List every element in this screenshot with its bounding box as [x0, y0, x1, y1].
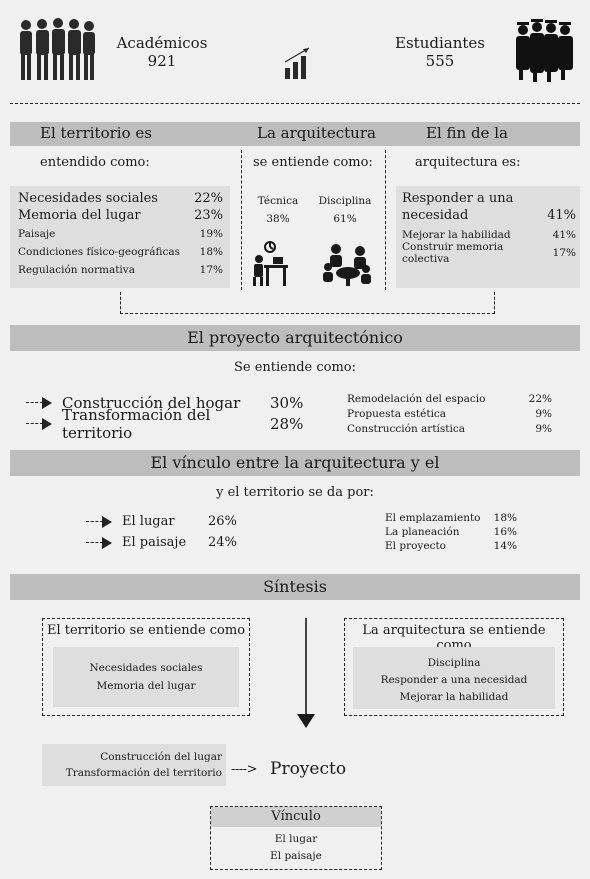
people-group-icon [16, 16, 98, 82]
list-item: Transformación del territorio 28% [26, 406, 306, 442]
academicos-label: Académicos [116, 34, 208, 52]
sintesis-proyecto-label: Proyecto [270, 759, 347, 779]
arrow-right-icon [26, 417, 52, 430]
fin-title: El fin de la [426, 124, 508, 142]
territorio-subtitle: entendido como: [40, 155, 150, 170]
section-band-top [10, 122, 580, 146]
column-divider-right [385, 150, 386, 290]
tecnica-label: Técnica [257, 195, 299, 207]
disciplina-value: 61% [333, 213, 357, 225]
estudiantes-count: 555 [425, 52, 455, 70]
sintesis-territorio-title: El territorio se entiende como [46, 623, 246, 638]
territorio-panel [10, 186, 230, 288]
vinculo-title: El vínculo entre la arquitectura y el [10, 450, 580, 476]
sintesis-vinculo-title: Vínculo [211, 807, 381, 827]
vinculo-subtitle: y el territorio se da por: [216, 485, 374, 500]
arrow-down-icon [296, 618, 316, 730]
sintesis-arquitectura-box: La arquitectura se entiende como Discipl… [344, 618, 564, 716]
arrow-right-icon [26, 396, 52, 409]
group-meeting-icon [322, 241, 374, 287]
header-divider [10, 103, 580, 104]
connector-bracket [120, 292, 495, 314]
arquitectura-subtitle: se entiende como: [253, 155, 373, 170]
arquitectura-title: La arquitectura [257, 124, 376, 142]
fin-panel [396, 186, 580, 288]
sintesis-arquitectura-panel: Disciplina Responder a una necesidad Mej… [353, 647, 555, 709]
proyecto-title: El proyecto arquitectónico [10, 325, 580, 351]
list-item: Responder a una [402, 191, 514, 206]
sintesis-construccion-panel: Construcción del lugar Transformación de… [42, 744, 226, 786]
proyecto-arrow: ----> [231, 762, 257, 777]
academicos-count: 921 [147, 52, 177, 70]
tecnica-value: 38% [266, 213, 290, 225]
column-divider-left [241, 150, 242, 290]
list-item: El lugar 26% [86, 511, 256, 532]
arrow-right-icon [86, 536, 112, 549]
list-item: El paisaje 24% [86, 532, 256, 553]
list-item: Construcción del hogar 30% [26, 392, 306, 413]
disciplina-label: Disciplina [318, 195, 372, 207]
desk-worker-icon [249, 241, 291, 287]
territorio-title: El territorio es [40, 124, 152, 142]
arrow-right-icon [86, 515, 112, 528]
graduates-group-icon [513, 18, 577, 82]
sintesis-territorio-panel: Necesidades sociales Memoria del lugar [53, 647, 239, 707]
sintesis-vinculo-box: Vínculo El lugar El paisaje [210, 806, 382, 870]
sintesis-territorio-box: El territorio se entiende como Necesidad… [42, 618, 250, 716]
bar-chart-growth-icon [283, 46, 313, 80]
sintesis-title: Síntesis [10, 574, 580, 600]
estudiantes-label: Estudiantes [395, 34, 485, 52]
proyecto-subtitle: Se entiende como: [233, 360, 357, 375]
sintesis-vinculo-items: El lugar El paisaje [270, 833, 322, 862]
fin-subtitle: arquitectura es: [415, 155, 521, 170]
